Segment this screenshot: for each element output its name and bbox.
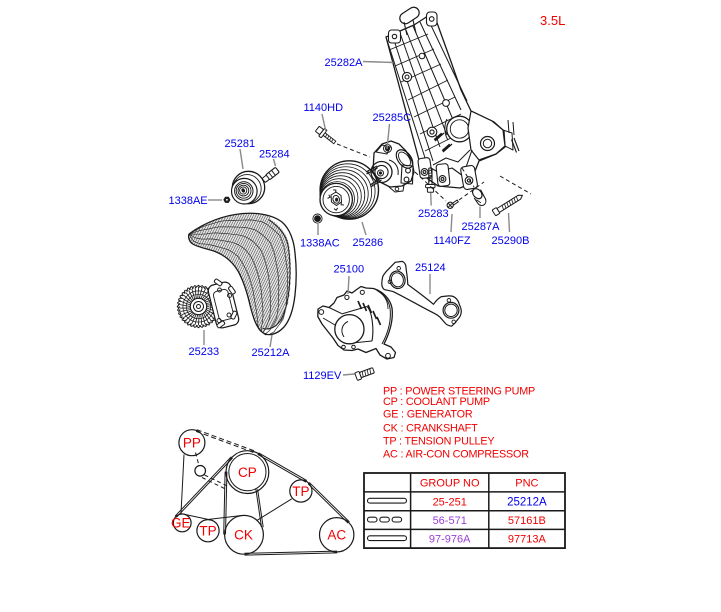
svg-text:25284: 25284	[259, 149, 290, 161]
svg-text:CP : COOLANT PUMP: CP : COOLANT PUMP	[383, 396, 490, 408]
svg-text:TP: TP	[292, 484, 309, 499]
svg-text:25290B: 25290B	[492, 235, 530, 247]
svg-text:1338AE: 1338AE	[169, 195, 208, 207]
svg-text:97713A: 97713A	[508, 534, 547, 546]
svg-text:CK : CRANKSHAFT: CK : CRANKSHAFT	[383, 422, 478, 434]
svg-text:3.5L: 3.5L	[540, 13, 565, 28]
svg-text:25100: 25100	[334, 264, 365, 276]
svg-text:AC: AC	[327, 528, 346, 543]
svg-text:PP: PP	[183, 436, 201, 451]
svg-text:TP: TP	[199, 524, 216, 539]
svg-text:1140FZ: 1140FZ	[434, 235, 471, 247]
svg-text:CP: CP	[238, 465, 257, 480]
svg-text:AC : AIR-CON COMPRESSOR: AC : AIR-CON COMPRESSOR	[383, 449, 529, 461]
svg-text:25287A: 25287A	[462, 221, 501, 233]
svg-text:1129EV: 1129EV	[303, 370, 342, 382]
svg-text:PNC: PNC	[515, 478, 538, 490]
svg-text:25281: 25281	[225, 138, 256, 150]
svg-text:1140HD: 1140HD	[304, 102, 344, 114]
svg-text:25-251: 25-251	[433, 497, 467, 509]
svg-text:25233: 25233	[189, 346, 220, 358]
svg-text:GE: GE	[171, 516, 191, 531]
svg-text:GE : GENERATOR: GE : GENERATOR	[383, 409, 473, 421]
svg-text:56-571: 56-571	[433, 515, 467, 527]
svg-text:TP : TENSION PULLEY: TP : TENSION PULLEY	[383, 435, 494, 447]
svg-text:25212A: 25212A	[252, 347, 291, 359]
svg-text:GROUP NO: GROUP NO	[420, 478, 480, 490]
svg-text:25212A: 25212A	[507, 497, 547, 509]
svg-text:25282A: 25282A	[325, 57, 364, 69]
svg-text:25286: 25286	[353, 237, 384, 249]
svg-text:PP : POWER STEERING PUMP: PP : POWER STEERING PUMP	[383, 386, 535, 398]
svg-text:57161B: 57161B	[508, 515, 546, 527]
svg-text:97-976A: 97-976A	[429, 534, 471, 546]
svg-text:1338AC: 1338AC	[300, 238, 340, 250]
svg-text:25283: 25283	[418, 208, 449, 220]
svg-text:25124: 25124	[415, 262, 446, 274]
svg-text:25285C: 25285C	[373, 112, 412, 124]
svg-text:CK: CK	[234, 528, 253, 543]
